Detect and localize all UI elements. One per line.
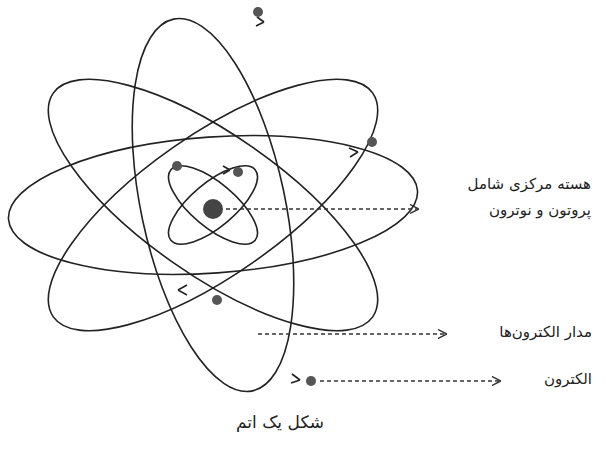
leader-lines xyxy=(226,209,500,381)
electron-orbits xyxy=(4,4,422,406)
orbit-label: مدار الکترون‌ها xyxy=(452,320,592,346)
electron-label: الکترون xyxy=(506,367,592,393)
nucleus xyxy=(203,199,223,219)
figure-caption: شکل یک اتم xyxy=(180,412,380,432)
electrons xyxy=(172,7,377,386)
orbit-direction-arrows xyxy=(178,17,358,383)
nucleus-label: هسته مرکزی شامل پروتون و نوترون xyxy=(426,172,591,223)
